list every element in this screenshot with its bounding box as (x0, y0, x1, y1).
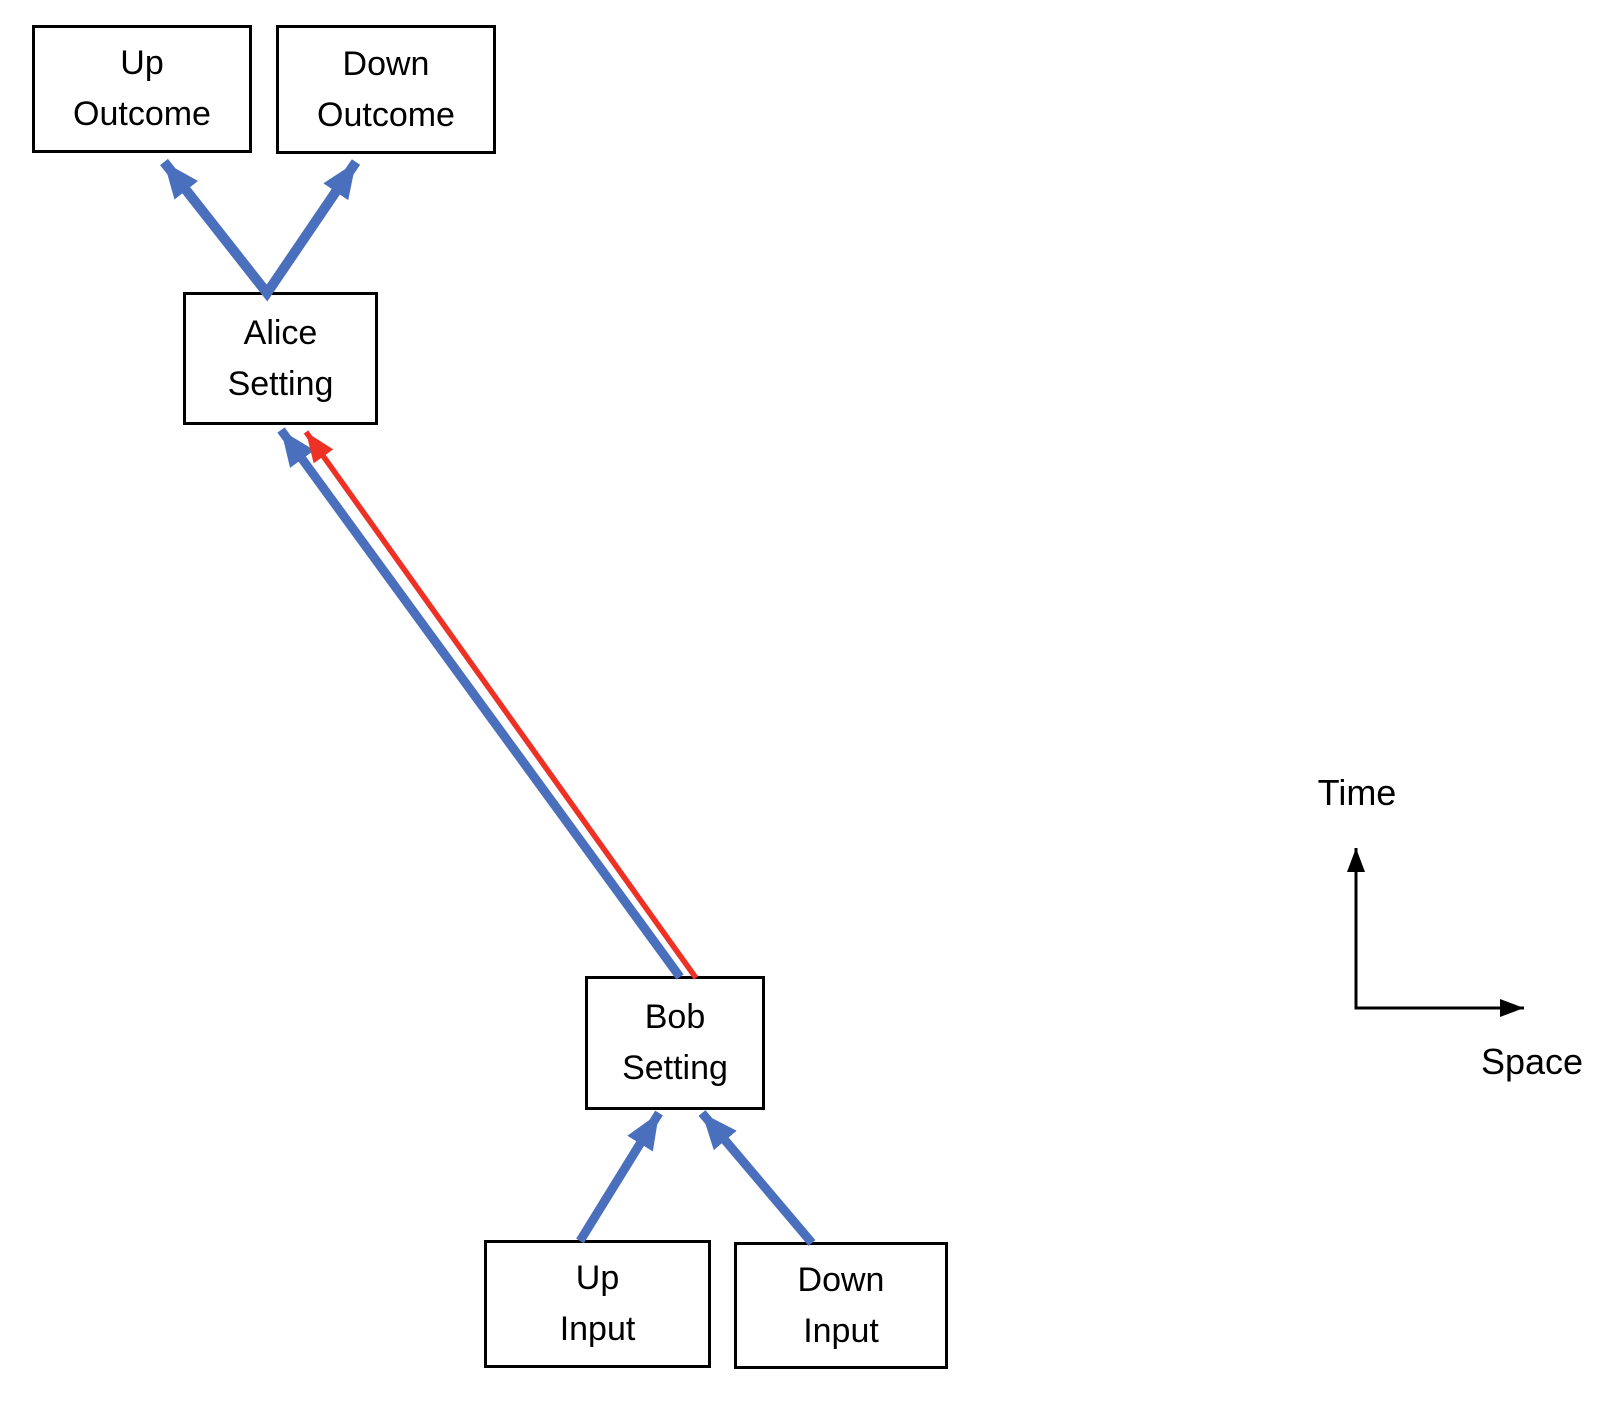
arrow-alice-setting-to-outcomes (160, 158, 361, 302)
node-down-input-label-line2: Input (803, 1311, 879, 1350)
node-bob-setting-label-line1: Bob (644, 998, 706, 1036)
node-up-outcome-label-line2: Outcome (73, 95, 211, 133)
spacetime-axes-arrows (1347, 848, 1524, 1017)
node-up-outcome-label-line1: Up (120, 44, 164, 82)
node-down-outcome-label-line1: Down (342, 44, 430, 83)
node-down-outcome-label-line2: Outcome (317, 95, 455, 134)
node-up-outcome: Up Outcome (32, 25, 252, 153)
node-up-input-label-line1: Up (575, 1259, 620, 1297)
node-up-input: Up Input (484, 1240, 711, 1368)
arrow-bob-setting-to-alice-setting-red (303, 430, 699, 980)
node-bob-setting: Bob Setting (585, 976, 765, 1110)
node-alice-setting-label-line2: Setting (227, 364, 334, 403)
node-alice-setting: Alice Setting (183, 292, 378, 425)
arrow-bob-setting-to-alice-setting-blue (277, 427, 684, 980)
arrow-up-input-to-bob-setting (576, 1110, 663, 1244)
node-down-outcome: Down Outcome (276, 25, 496, 154)
node-up-input-label-line2: Input (559, 1310, 636, 1348)
arrow-down-input-to-bob-setting (698, 1110, 816, 1246)
node-bob-setting-label-line2: Setting (622, 1049, 728, 1087)
time-axis-label: Time (1317, 772, 1397, 813)
node-down-input-label-line1: Down (797, 1260, 885, 1299)
node-down-input: Down Input (734, 1242, 948, 1369)
space-axis-label: Space (1480, 1041, 1584, 1082)
node-alice-setting-label-line1: Alice (243, 313, 318, 352)
